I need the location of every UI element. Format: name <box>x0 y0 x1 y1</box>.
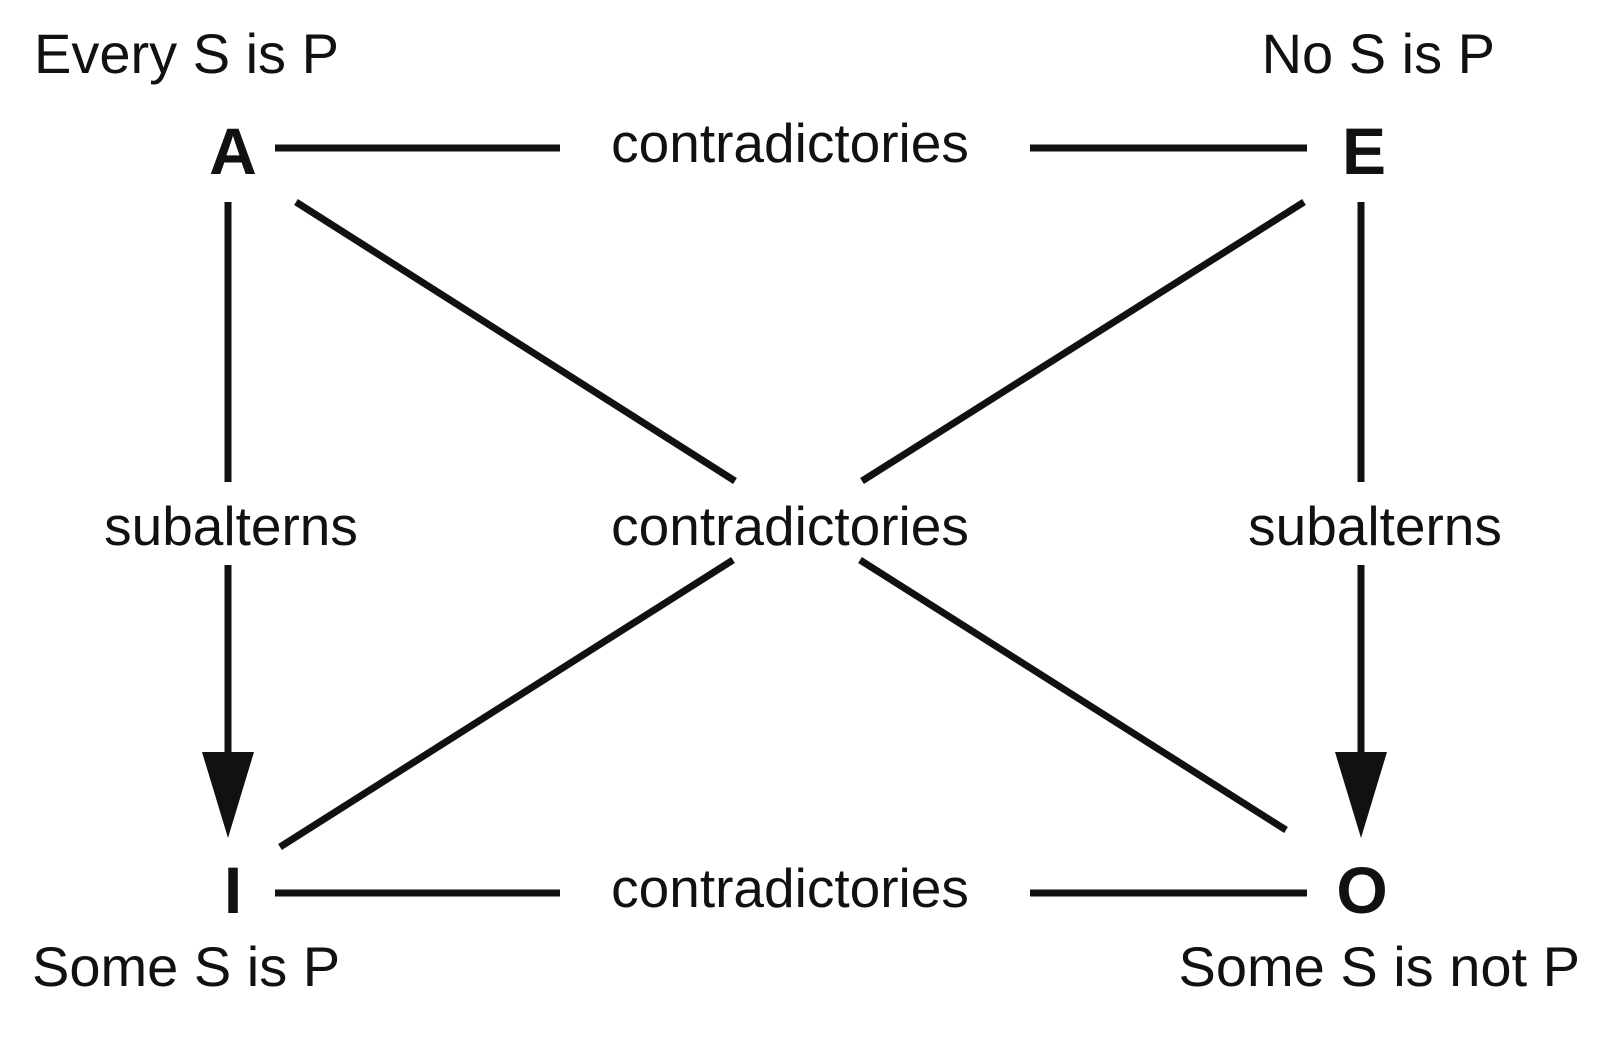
relation-center-label: contradictories <box>611 495 969 557</box>
arrowhead-down-icon <box>1335 752 1387 838</box>
corner-letter-e: E <box>1342 114 1386 188</box>
proposition-a-label: Every S is P <box>34 22 339 85</box>
proposition-o-label: Some S is not P <box>1178 935 1580 998</box>
relation-left-label: subalterns <box>104 495 358 557</box>
diagonal-a-to-o-lower <box>858 557 1288 833</box>
corner-letter-i: I <box>224 853 242 927</box>
arrowhead-down-icon <box>202 752 254 838</box>
diagonal-a-to-o-upper <box>294 199 737 484</box>
proposition-i-label: Some S is P <box>32 935 340 998</box>
relation-bottom-label: contradictories <box>611 857 969 919</box>
diagonal-e-to-i-upper <box>860 199 1306 484</box>
corner-letter-a: A <box>209 114 257 188</box>
corner-letter-o: O <box>1336 853 1387 927</box>
relation-top-label: contradictories <box>611 112 969 174</box>
relation-right-label: subalterns <box>1248 495 1502 557</box>
diagonal-e-to-i-lower <box>278 557 735 850</box>
proposition-e-label: No S is P <box>1262 22 1495 85</box>
